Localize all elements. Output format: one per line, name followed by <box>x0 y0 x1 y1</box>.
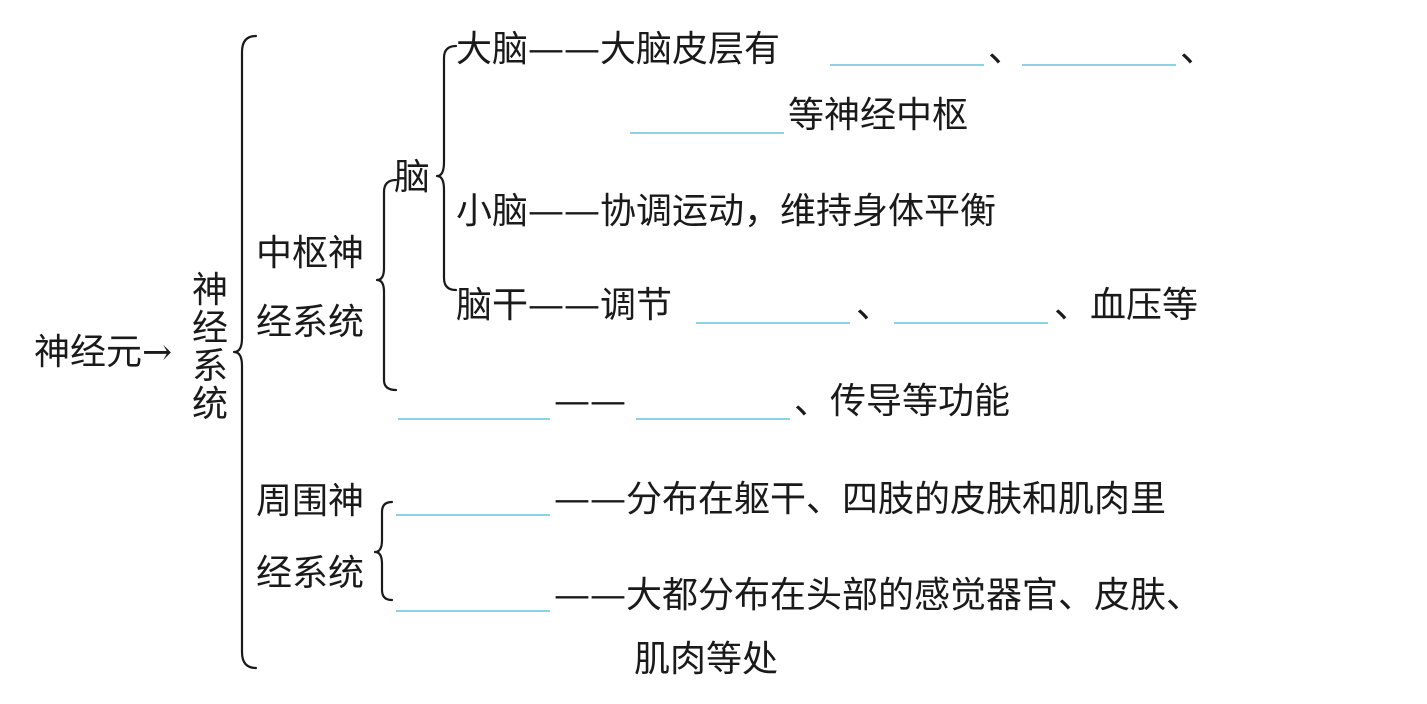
peripheral-label-line1: 周围神 <box>256 481 365 522</box>
cerebrum-sep-2: 、 <box>1180 29 1217 70</box>
spinal-function-blank[interactable] <box>636 418 790 420</box>
peripheral-blank-1[interactable] <box>396 514 550 516</box>
central-label-line1: 中枢神 <box>256 233 365 274</box>
brain-label: 脑 <box>394 157 431 198</box>
brainstem-tail: 、血压等 <box>1054 285 1199 326</box>
peripheral-item-2-cont: 肌肉等处 <box>634 639 779 680</box>
spinal-tail: 、传导等功能 <box>794 381 1011 422</box>
system-brace <box>232 34 258 670</box>
peripheral-blank-2[interactable] <box>396 610 550 612</box>
central-brace <box>375 178 398 392</box>
cerebrum-sep-1: 、 <box>988 29 1025 70</box>
brainstem-blank-2[interactable] <box>894 322 1048 324</box>
brainstem-text: 脑干——调节 <box>456 285 673 326</box>
brainstem-blank-1[interactable] <box>696 322 850 324</box>
cerebellum-text: 小脑——协调运动，维持身体平衡 <box>456 191 997 232</box>
neuron-label: 神经元→ <box>34 332 173 373</box>
peripheral-item-1: ——分布在躯干、四肢的皮肤和肌肉里 <box>554 479 1167 520</box>
peripheral-item-2: ——大都分布在头部的感觉器官、皮肤、 <box>554 575 1203 616</box>
peripheral-brace <box>373 500 394 602</box>
cerebrum-blank-2[interactable] <box>1022 64 1176 66</box>
cerebrum-tail: 等神经中枢 <box>788 95 969 136</box>
cerebrum-text: 大脑——大脑皮层有 <box>456 29 781 70</box>
spinal-name-blank[interactable] <box>398 418 550 420</box>
central-label-line2: 经系统 <box>256 302 365 343</box>
nervous-system-label: 神经系统 <box>192 270 229 425</box>
brainstem-sep: 、 <box>856 285 893 326</box>
peripheral-label-line2: 经系统 <box>256 553 365 594</box>
brain-brace <box>435 44 458 292</box>
cerebrum-blank-1[interactable] <box>830 64 984 66</box>
spinal-dash: —— <box>554 381 626 422</box>
cerebrum-blank-3[interactable] <box>630 132 784 134</box>
